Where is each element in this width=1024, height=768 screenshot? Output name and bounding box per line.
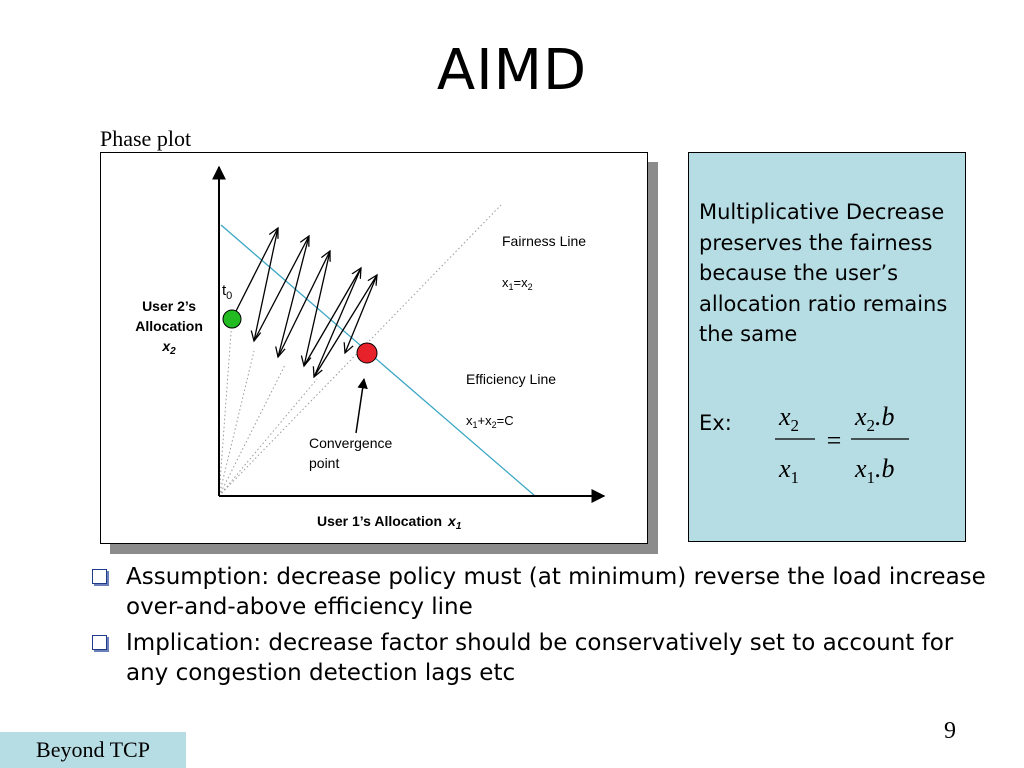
fairness-equation: x1=x2 — [502, 275, 533, 292]
bullet-text: Implication: decrease factor should be c… — [126, 630, 954, 686]
example-label: Ex: — [699, 411, 732, 435]
aimd-trajectory — [231, 227, 378, 378]
formula-equals: = — [825, 426, 843, 455]
convergence-arrow — [355, 377, 368, 434]
ratio-formula: x2 x1 = x2.b x1.b — [775, 402, 909, 487]
efficiency-line — [220, 224, 536, 497]
explanation-panel: Multiplicative Decrease preserves the fa… — [688, 152, 966, 542]
explanation-text: Multiplicative Decrease preserves the fa… — [699, 200, 948, 346]
trajectory-step — [345, 274, 378, 353]
checkbox-bullet-icon — [92, 569, 107, 584]
footer-tag: Beyond TCP — [0, 732, 186, 768]
bullet-item: Implication: decrease factor should be c… — [88, 628, 988, 688]
formula-right-numerator: x2.b — [854, 402, 895, 435]
start-point — [222, 309, 242, 329]
phase-plot-diagram: t0 User 2’s Allocation x2 User 1’s Alloc… — [135, 165, 606, 532]
trajectory-step — [253, 236, 309, 342]
y-axis-label: User 2’s Allocation x2 — [135, 298, 207, 357]
checkbox-bullet-icon — [92, 635, 107, 650]
ratio-ray — [218, 364, 286, 497]
bullet-text: Assumption: decrease policy must (at min… — [126, 564, 986, 620]
formula-left-denominator: x1 — [778, 454, 799, 487]
bullet-list: Assumption: decrease policy must (at min… — [88, 562, 988, 694]
page-number: 9 — [944, 718, 956, 744]
efficiency-line-label: Efficiency Line — [466, 371, 556, 387]
slide-title: AIMD — [436, 38, 588, 103]
fairness-line-label: Fairness Line — [502, 233, 586, 249]
trajectory-step — [304, 250, 331, 366]
phase-plot-panel: t0 User 2’s Allocation x2 User 1’s Alloc… — [100, 152, 648, 544]
formula-left-numerator: x2 — [778, 402, 799, 435]
ratio-ray — [218, 318, 233, 497]
reference-rays — [218, 204, 502, 497]
ratio-ray — [218, 350, 255, 497]
trajectory-step — [303, 268, 361, 367]
bullet-item: Assumption: decrease policy must (at min… — [88, 562, 988, 622]
formula-right-denominator: x1.b — [854, 454, 895, 487]
efficiency-equation: x1+x2=C — [466, 413, 514, 430]
convergence-point — [356, 342, 378, 364]
trajectory-step — [278, 235, 310, 357]
trajectory-step — [313, 275, 377, 378]
trajectory-step — [231, 228, 278, 320]
trajectory-step — [277, 251, 330, 358]
ratio-ray — [218, 378, 318, 497]
t0-label: t0 — [222, 282, 232, 302]
trajectory-step — [254, 227, 279, 341]
convergence-label: Convergence point — [309, 435, 396, 471]
phase-plot-label: Phase plot — [100, 126, 192, 151]
trajectory-step — [314, 267, 362, 377]
